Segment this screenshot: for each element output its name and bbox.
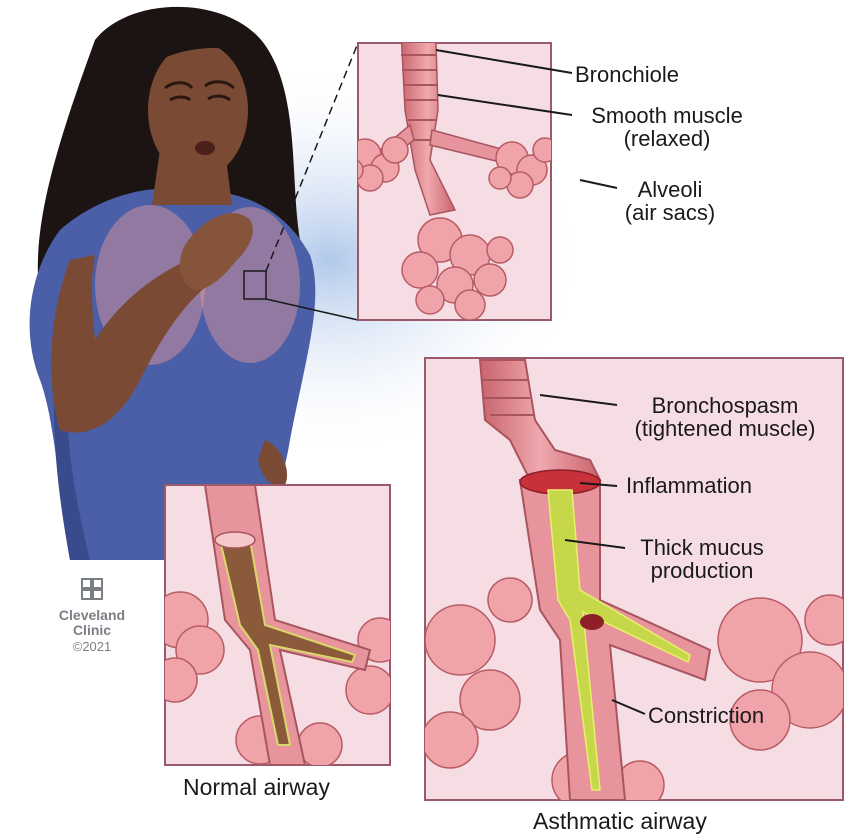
label-thick-mucus-line1: Thick mucus xyxy=(622,536,782,559)
mouth xyxy=(195,141,215,155)
woman-figure xyxy=(30,7,316,560)
label-bronchospasm-line2: (tightened muscle) xyxy=(615,417,835,440)
label-smooth-muscle-line1: Smooth muscle xyxy=(572,104,762,127)
caption-asthmatic-airway: Asthmatic airway xyxy=(533,808,707,835)
label-alveoli: Alveoli (air sacs) xyxy=(605,178,735,224)
cleveland-clinic-logo: Cleveland Clinic ©2021 xyxy=(52,578,132,656)
label-alveoli-line1: Alveoli xyxy=(605,178,735,201)
label-bronchiole: Bronchiole xyxy=(575,63,679,86)
label-constriction: Constriction xyxy=(648,704,764,727)
label-alveoli-line2: (air sacs) xyxy=(605,201,735,224)
label-bronchospasm: Bronchospasm (tightened muscle) xyxy=(615,394,835,440)
logo-line2: Clinic xyxy=(52,623,132,638)
label-inflammation: Inflammation xyxy=(626,474,752,497)
label-thick-mucus-line2: production xyxy=(622,559,782,582)
label-thick-mucus: Thick mucus production xyxy=(622,536,782,582)
label-smooth-muscle: Smooth muscle (relaxed) xyxy=(572,104,762,150)
label-bronchospasm-line1: Bronchospasm xyxy=(615,394,835,417)
face xyxy=(148,42,248,178)
cleveland-clinic-mark-icon xyxy=(81,578,103,600)
logo-copyright: ©2021 xyxy=(52,638,132,656)
label-smooth-muscle-line2: (relaxed) xyxy=(572,127,762,150)
caption-normal-airway: Normal airway xyxy=(183,774,330,801)
logo-line1: Cleveland xyxy=(52,608,132,623)
